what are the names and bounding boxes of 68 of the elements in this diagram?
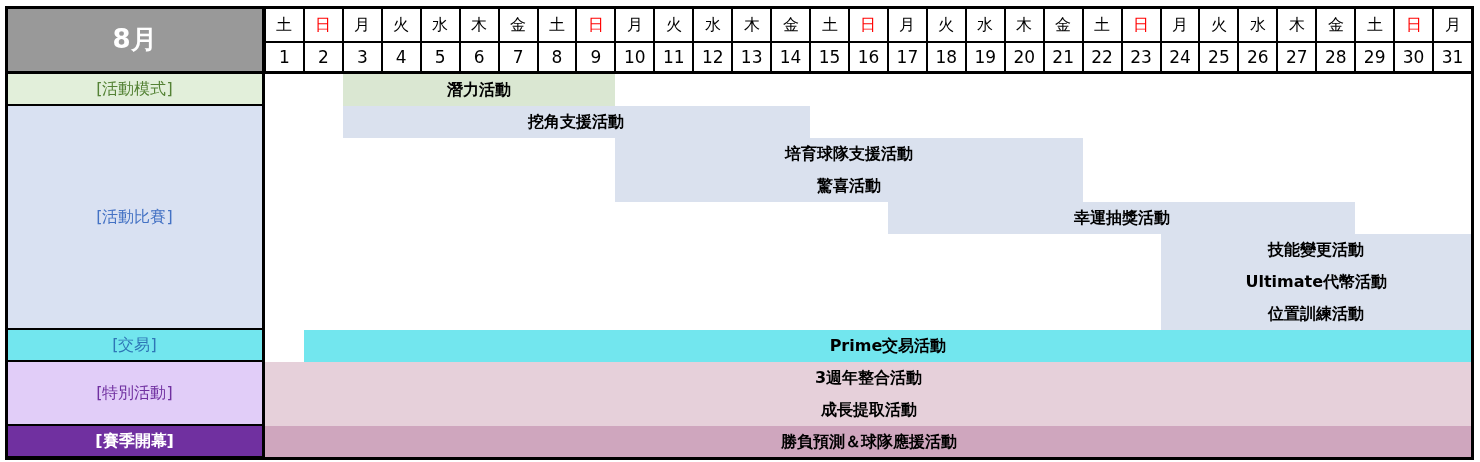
category-header [7, 362, 265, 426]
event-label: 成長提取活動 [820, 399, 917, 421]
event-label: 勝負預測＆球隊應援活動 [780, 431, 957, 453]
date-header: 5 [420, 42, 460, 74]
date-header: 15 [810, 42, 849, 74]
category-label: [特別活動] [96, 382, 173, 404]
event-label: 挖角支援活動 [528, 111, 625, 133]
category-header [7, 74, 265, 106]
date-header: 3 [342, 42, 382, 74]
date-header: 27 [1277, 42, 1317, 74]
weekday-header: 土 [810, 8, 849, 42]
date-header: 13 [732, 42, 772, 74]
date-header: 30 [1394, 42, 1434, 74]
event-bar [265, 426, 1472, 458]
date-header: 1 [265, 42, 304, 74]
event-label: 驚喜活動 [817, 175, 881, 197]
date-header: 4 [381, 42, 421, 74]
weekday-header: 土 [265, 8, 304, 42]
event-label: 3週年整合活動 [814, 367, 923, 389]
date-header: 28 [1316, 42, 1356, 74]
category-header [7, 330, 265, 362]
event-label: 幸運抽獎活動 [1073, 207, 1170, 229]
date-header: 29 [1355, 42, 1395, 74]
date-header: 21 [1043, 42, 1083, 74]
date-header: 10 [615, 42, 655, 74]
date-header: 18 [926, 42, 966, 74]
date-header: 20 [1004, 42, 1044, 74]
date-header: 24 [1160, 42, 1200, 74]
event-bar [1160, 298, 1472, 330]
category-header [7, 426, 265, 458]
event-bar [265, 362, 1472, 394]
date-header: 9 [576, 42, 616, 74]
date-header: 25 [1199, 42, 1239, 74]
event-label: Prime交易活動 [829, 335, 947, 357]
date-header: 11 [654, 42, 694, 74]
date-header: 12 [693, 42, 733, 74]
event-bar [887, 202, 1356, 234]
date-header: 17 [887, 42, 927, 74]
date-header: 19 [965, 42, 1005, 74]
date-header: 14 [771, 42, 811, 74]
date-header: 7 [498, 42, 538, 74]
event-bar [265, 394, 1472, 426]
date-header: 31 [1433, 42, 1472, 74]
event-bar [342, 106, 811, 138]
event-label: 潛力活動 [447, 79, 512, 101]
category-header [7, 106, 265, 330]
date-header: 8 [537, 42, 577, 74]
category-label: [活動比賽] [96, 206, 173, 228]
event-label: Ultimate代幣活動 [1245, 271, 1388, 293]
event-label: 位置訓練活動 [1268, 303, 1365, 325]
weekday-header: 日 [849, 8, 888, 42]
date-header: 23 [1121, 42, 1161, 74]
date-header: 6 [459, 42, 499, 74]
weekday-header: 月 [1433, 8, 1472, 42]
category-label: [賽季開幕] [95, 430, 174, 452]
category-label: [活動模式] [96, 78, 173, 100]
event-bar [303, 330, 1472, 362]
date-header: 16 [849, 42, 888, 74]
month-heading: 8月 [7, 8, 265, 74]
date-header: 2 [303, 42, 343, 74]
event-label: 培育球隊支援活動 [785, 143, 913, 165]
date-header: 22 [1082, 42, 1122, 74]
event-bar [615, 138, 1083, 170]
event-label: 技能變更活動 [1268, 239, 1365, 261]
category-label: [交易] [112, 334, 157, 356]
event-bar [615, 170, 1083, 202]
event-bar [342, 74, 616, 106]
date-header: 26 [1238, 42, 1278, 74]
